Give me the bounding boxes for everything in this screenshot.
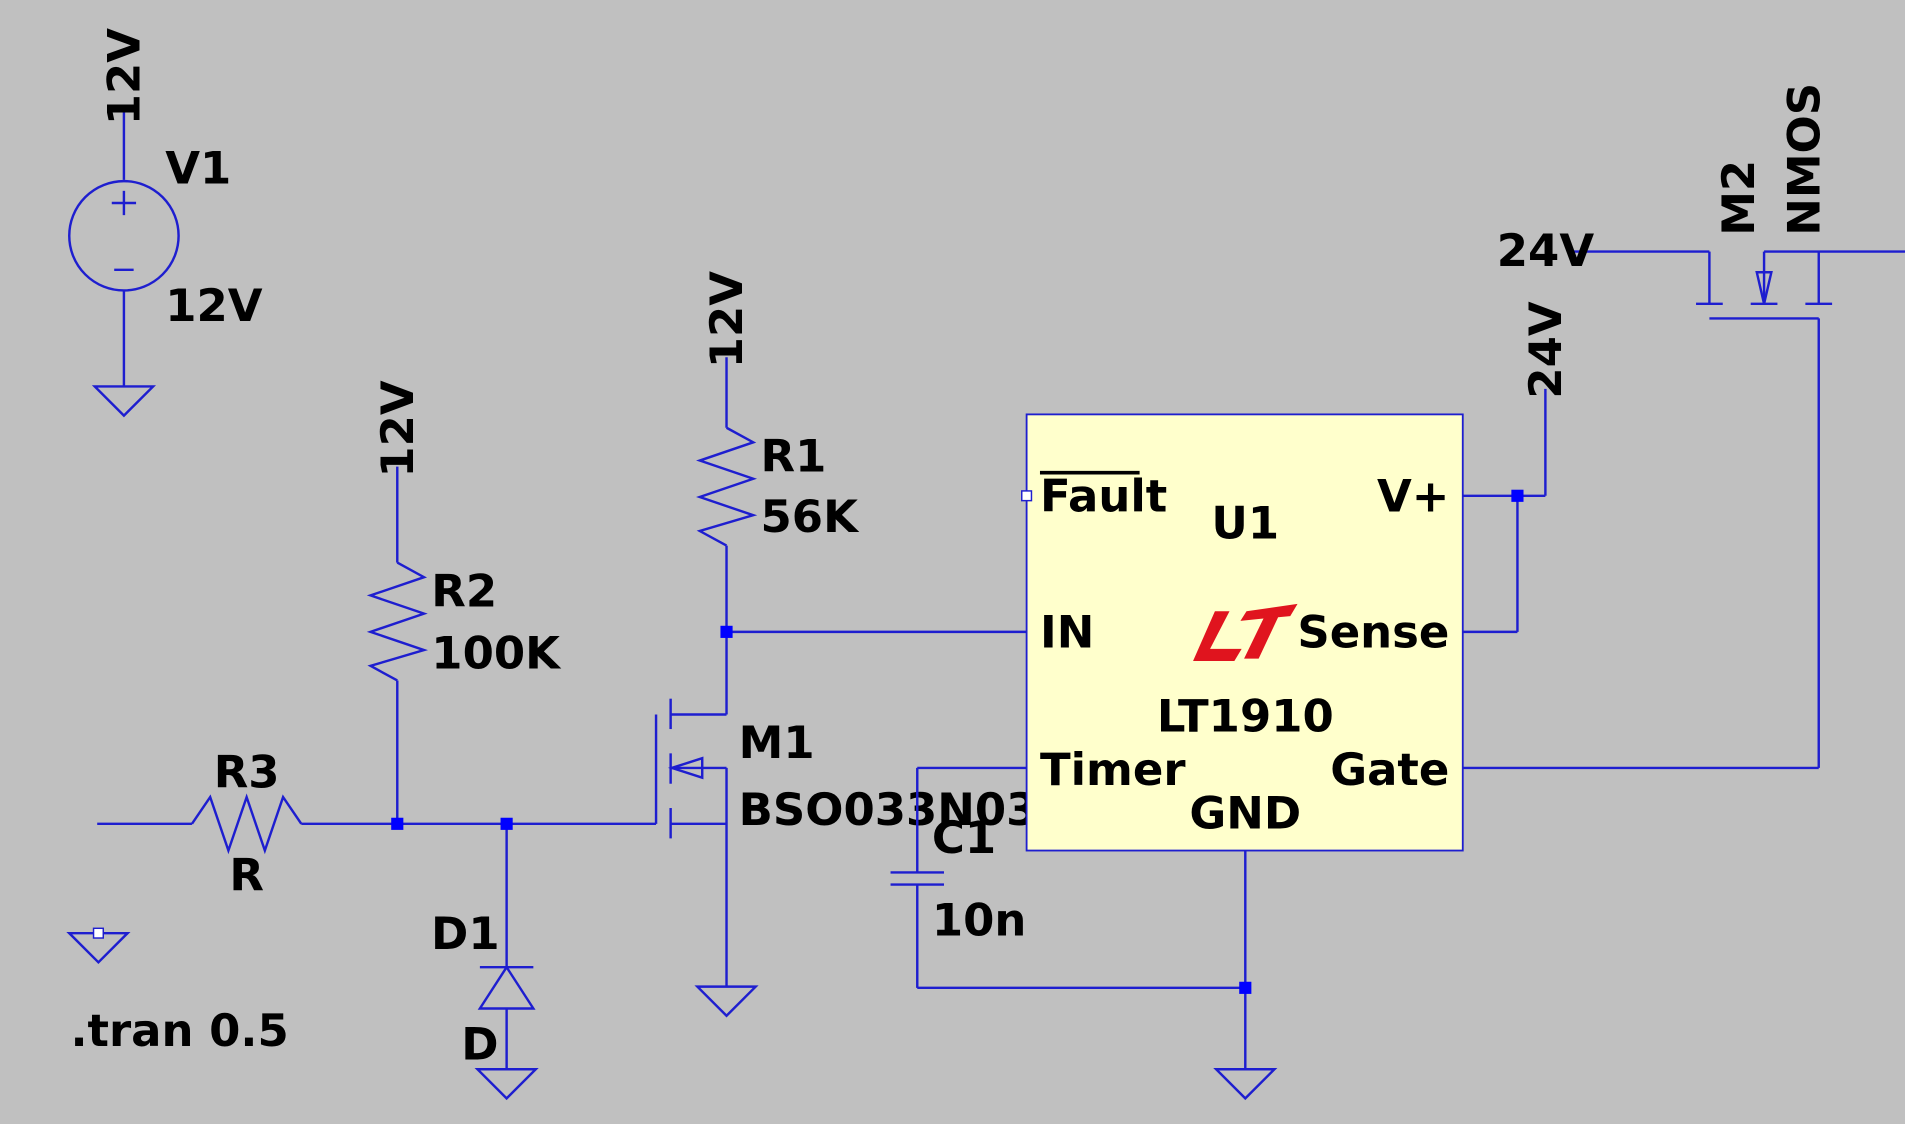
m2-nmos-transistor[interactable]	[1573, 250, 1905, 320]
junction-vplus	[1511, 489, 1524, 502]
lt-logo-icon	[1193, 603, 1298, 662]
junction-in	[720, 625, 733, 638]
d1-diode[interactable]	[474, 823, 539, 1101]
r2-value-label: 100K	[431, 626, 562, 679]
vplus-sense-net	[1462, 388, 1547, 634]
netlabel-r2-12v: 12V	[371, 380, 424, 478]
u1-ref-label: U1	[1211, 496, 1279, 549]
d1-ref-label: D1	[431, 907, 500, 960]
junction-gnd	[1239, 981, 1252, 994]
r2-resistor[interactable]	[366, 466, 429, 824]
u1-pin-gate: Gate	[1330, 743, 1449, 796]
v1-ref-label: V1	[165, 142, 231, 195]
junction-r2-r3	[391, 817, 404, 830]
c1-value-label: 10n	[932, 894, 1027, 947]
v1-value-label: 12V	[165, 279, 263, 332]
r3-resistor[interactable]	[97, 793, 657, 855]
c1-ref-label: C1	[932, 811, 996, 864]
netlabel-u1-24v: 24V	[1519, 301, 1572, 399]
netlabel-m2-24v: 24V	[1497, 224, 1595, 277]
u1-pin-fault: Fault	[1040, 470, 1167, 523]
r3-ref-label: R3	[214, 745, 280, 798]
u1-part-label: LT1910	[1157, 689, 1334, 742]
netlabel-v1-12v: 12V	[97, 28, 150, 126]
r1-ref-label: R1	[761, 429, 827, 482]
u1-ic-lt1910[interactable]	[1025, 413, 1464, 852]
junction-d1	[500, 817, 513, 830]
u1-pin-in: IN	[1040, 606, 1094, 659]
d1-value-label: D	[461, 1018, 498, 1071]
r2-ref-label: R2	[431, 564, 497, 617]
ground-icon	[694, 985, 759, 1018]
r1-resistor[interactable]	[696, 357, 758, 715]
m2-value-label: NMOS	[1778, 83, 1831, 236]
ground-icon	[474, 1068, 539, 1101]
u1-pin-vplus: V+	[1377, 470, 1449, 523]
gate-net	[1462, 318, 1820, 770]
spice-directive[interactable]: .tran 0.5	[70, 1004, 288, 1057]
u1-pin-gnd: GND	[1189, 787, 1301, 840]
ground-icon	[1213, 1068, 1278, 1101]
c1-capacitor[interactable]	[890, 766, 1246, 990]
fault-pin-open[interactable]	[1021, 490, 1033, 502]
m2-ref-label: M2	[1712, 160, 1765, 236]
netlabel-r1-12v: 12V	[700, 271, 753, 369]
r1-value-label: 56K	[761, 490, 861, 543]
floating-ground-icon[interactable]	[66, 927, 131, 965]
v1-voltage-source[interactable]	[68, 111, 180, 418]
r3-value-label: R	[229, 849, 264, 902]
u1-pin-timer: Timer	[1040, 743, 1186, 796]
u1-gnd-net	[1213, 850, 1278, 1101]
ground-icon	[91, 385, 157, 418]
m1-ref-label: M1	[739, 716, 815, 769]
m1-nmos-transistor[interactable]	[654, 698, 759, 1018]
u1-pin-sense: Sense	[1297, 606, 1449, 659]
